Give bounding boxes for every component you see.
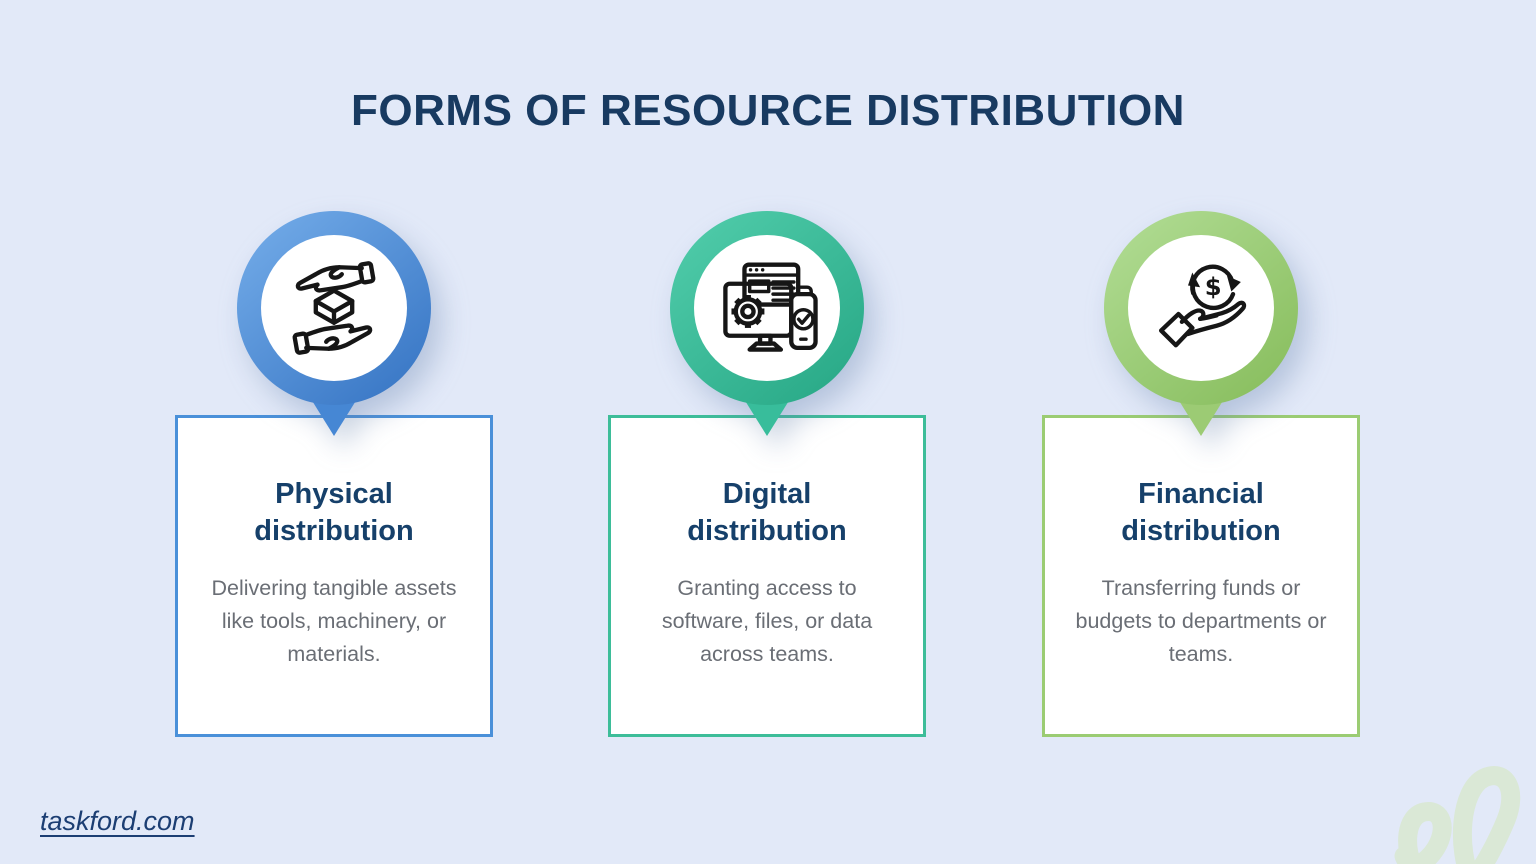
card-financial-distribution: Financial distribution Transferring fund… [1042, 415, 1360, 737]
decorative-squiggle-icon [1394, 766, 1521, 864]
hands-holding-box-icon [282, 256, 386, 360]
hand-money-cycle-icon: $ [1149, 256, 1253, 360]
financial-distribution-column: $ Financial distribution Transferring fu… [1042, 211, 1360, 737]
physical-distribution-pin [237, 211, 431, 441]
card-title: Financial distribution [1121, 478, 1281, 547]
card-physical-distribution: Physical distribution Delivering tangibl… [175, 415, 493, 737]
financial-distribution-pin: $ [1104, 211, 1298, 441]
page-title: FORMS OF RESOURCE DISTRIBUTION [351, 86, 1185, 135]
card-description: Delivering tangible assets like tools, m… [211, 576, 457, 666]
digital-distribution-pin [670, 211, 864, 441]
website-link[interactable]: taskford.com [40, 806, 195, 836]
dollar-sign-glyph: $ [1205, 272, 1222, 301]
pin-ring [1104, 211, 1298, 405]
card-title: Physical distribution [254, 478, 414, 547]
software-devices-icon [715, 256, 819, 360]
card-title: Digital distribution [687, 478, 847, 547]
card-digital-distribution: Digital distribution Granting access to … [608, 415, 926, 737]
physical-distribution-column: Physical distribution Delivering tangibl… [175, 211, 493, 737]
digital-distribution-column: Digital distribution Granting access to … [608, 211, 926, 737]
card-description: Granting access to software, files, or d… [661, 576, 873, 666]
card-description: Transferring funds or budgets to departm… [1075, 576, 1327, 666]
pin-ring [237, 211, 431, 405]
